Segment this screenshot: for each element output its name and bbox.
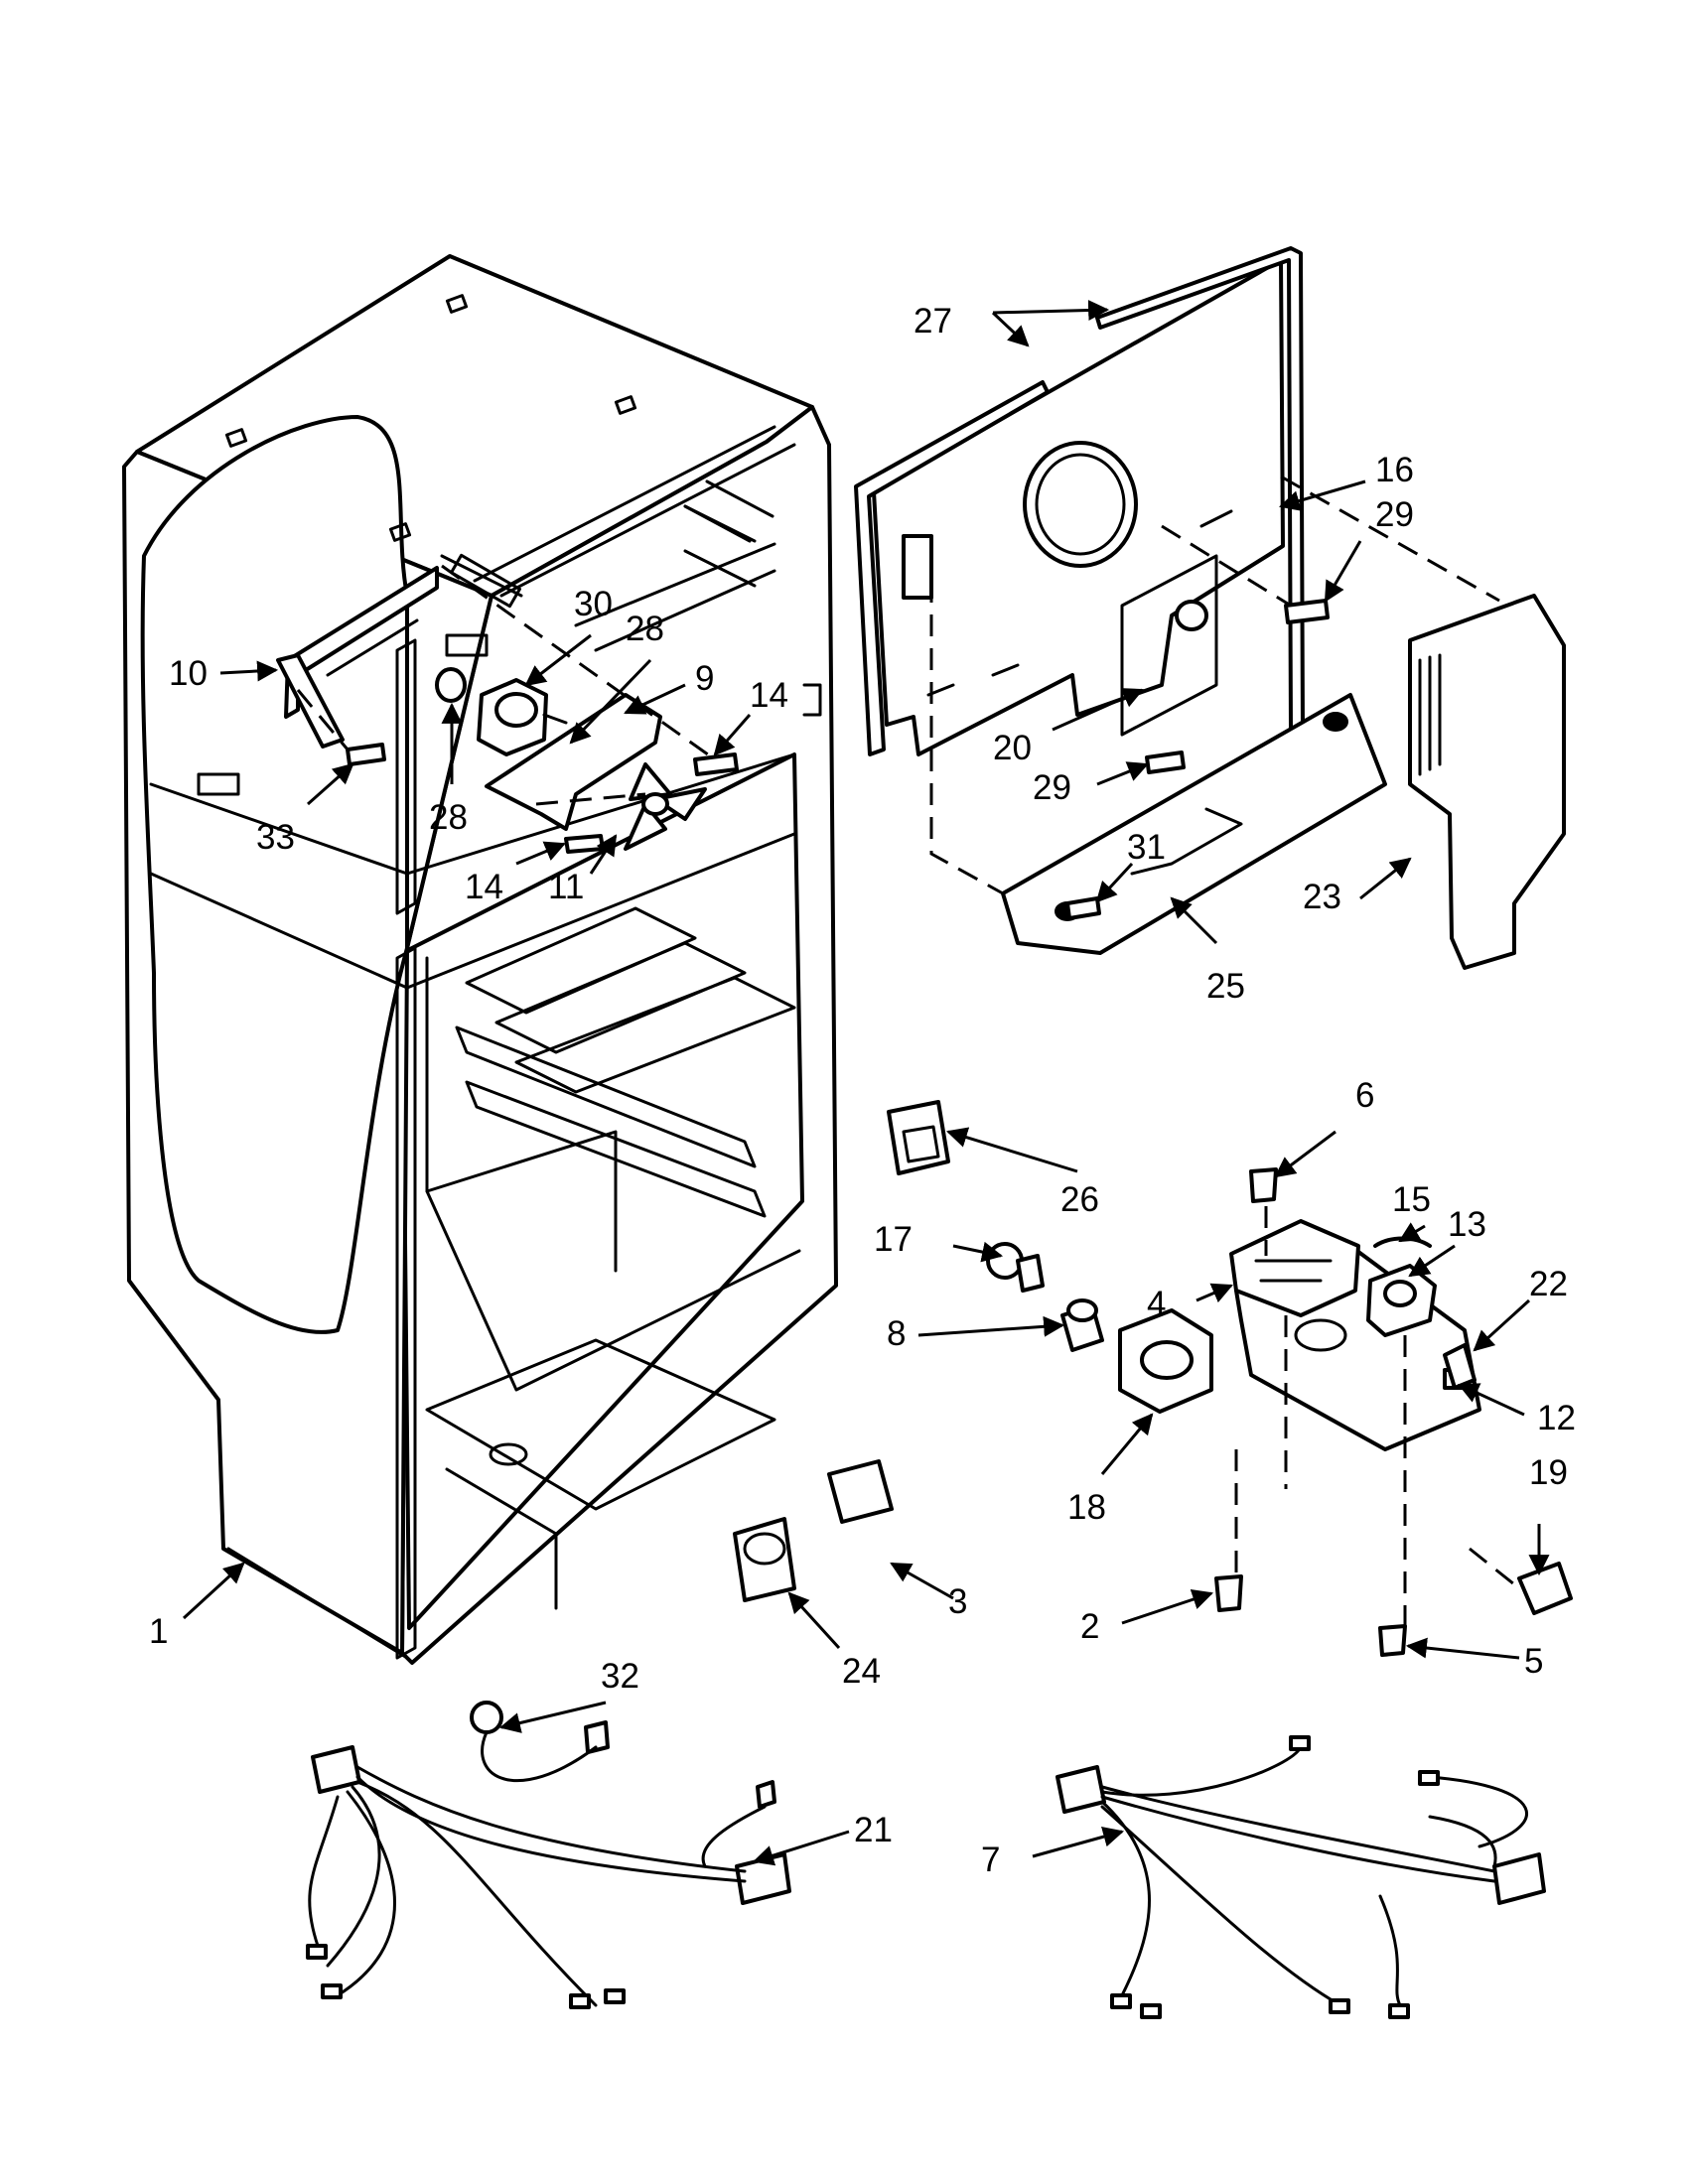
callout-26: 26 [1060,1180,1099,1219]
screw-29b [1145,751,1186,774]
screw-29a [1284,599,1330,624]
light-socket-8 [1060,1298,1104,1352]
wire-harness-21 [306,1701,791,2009]
light-bulb-17 [986,1242,1045,1293]
callout-29b: 29 [1033,768,1071,807]
screw-2 [1214,1574,1243,1612]
callout-27: 27 [914,302,952,341]
callout-11: 11 [548,868,584,906]
callout-31: 31 [1127,828,1166,867]
wire-harness-7 [1055,1735,1546,2019]
callout-15: 15 [1392,1180,1431,1219]
screw-5 [1378,1624,1407,1657]
fan-blade [624,762,707,851]
evaporator-cover-panel [872,258,1285,756]
callout-10: 10 [169,654,208,693]
callout-29a: 29 [1375,495,1414,534]
insulation-strip-27a [854,380,1050,756]
screw-14a [693,752,739,776]
screw-31 [1065,896,1101,920]
cabinet-liner [122,254,838,1665]
callout-21: 21 [854,1811,893,1849]
callout-4: 4 [1147,1285,1166,1323]
callout-5: 5 [1524,1642,1543,1681]
callout-13: 13 [1448,1205,1486,1244]
screw-6 [1249,1167,1278,1203]
callout-18: 18 [1067,1488,1106,1527]
callout-17: 17 [874,1220,913,1259]
callout-6: 6 [1355,1076,1374,1115]
callout-20: 20 [993,729,1032,767]
screw-33 [346,743,386,766]
fan-motor [477,678,568,756]
thermostat-knob-18 [1118,1308,1213,1414]
callout-8: 8 [887,1314,906,1353]
callout-7: 7 [981,1841,1000,1879]
switch-19 [1517,1562,1573,1615]
callout-labels: 1 2 3 4 5 6 7 8 9 10 11 12 13 14 14 15 1… [149,302,1576,1879]
callout-32: 32 [601,1657,639,1696]
air-duct-23 [1408,594,1566,970]
control-board-4 [1229,1219,1360,1317]
callout-9: 9 [695,659,714,698]
callout-33: 33 [256,818,295,857]
relay-3 [827,1459,894,1524]
callout-28a: 28 [626,610,664,648]
leader-lines [182,299,1550,1866]
defrost-timer-13 [1366,1264,1437,1337]
callout-30: 30 [574,585,613,623]
callout-25: 25 [1206,967,1245,1006]
callout-23: 23 [1303,878,1341,916]
callout-24: 24 [842,1652,881,1691]
callout-3: 3 [948,1582,967,1621]
callout-22: 22 [1529,1265,1568,1303]
overload-24 [733,1517,796,1602]
light-switch-22 [1443,1343,1477,1390]
callout-28b: 28 [429,798,468,837]
callout-14a: 14 [750,676,788,715]
connector-26 [887,1100,950,1175]
screw-14b [564,834,605,854]
motor-grommet-28a [435,667,467,703]
callout-16: 16 [1375,451,1414,489]
callout-19: 19 [1529,1453,1568,1492]
callout-1: 1 [149,1612,168,1651]
callout-12: 12 [1537,1399,1576,1437]
callout-2: 2 [1080,1607,1099,1646]
callout-14b: 14 [465,868,503,906]
